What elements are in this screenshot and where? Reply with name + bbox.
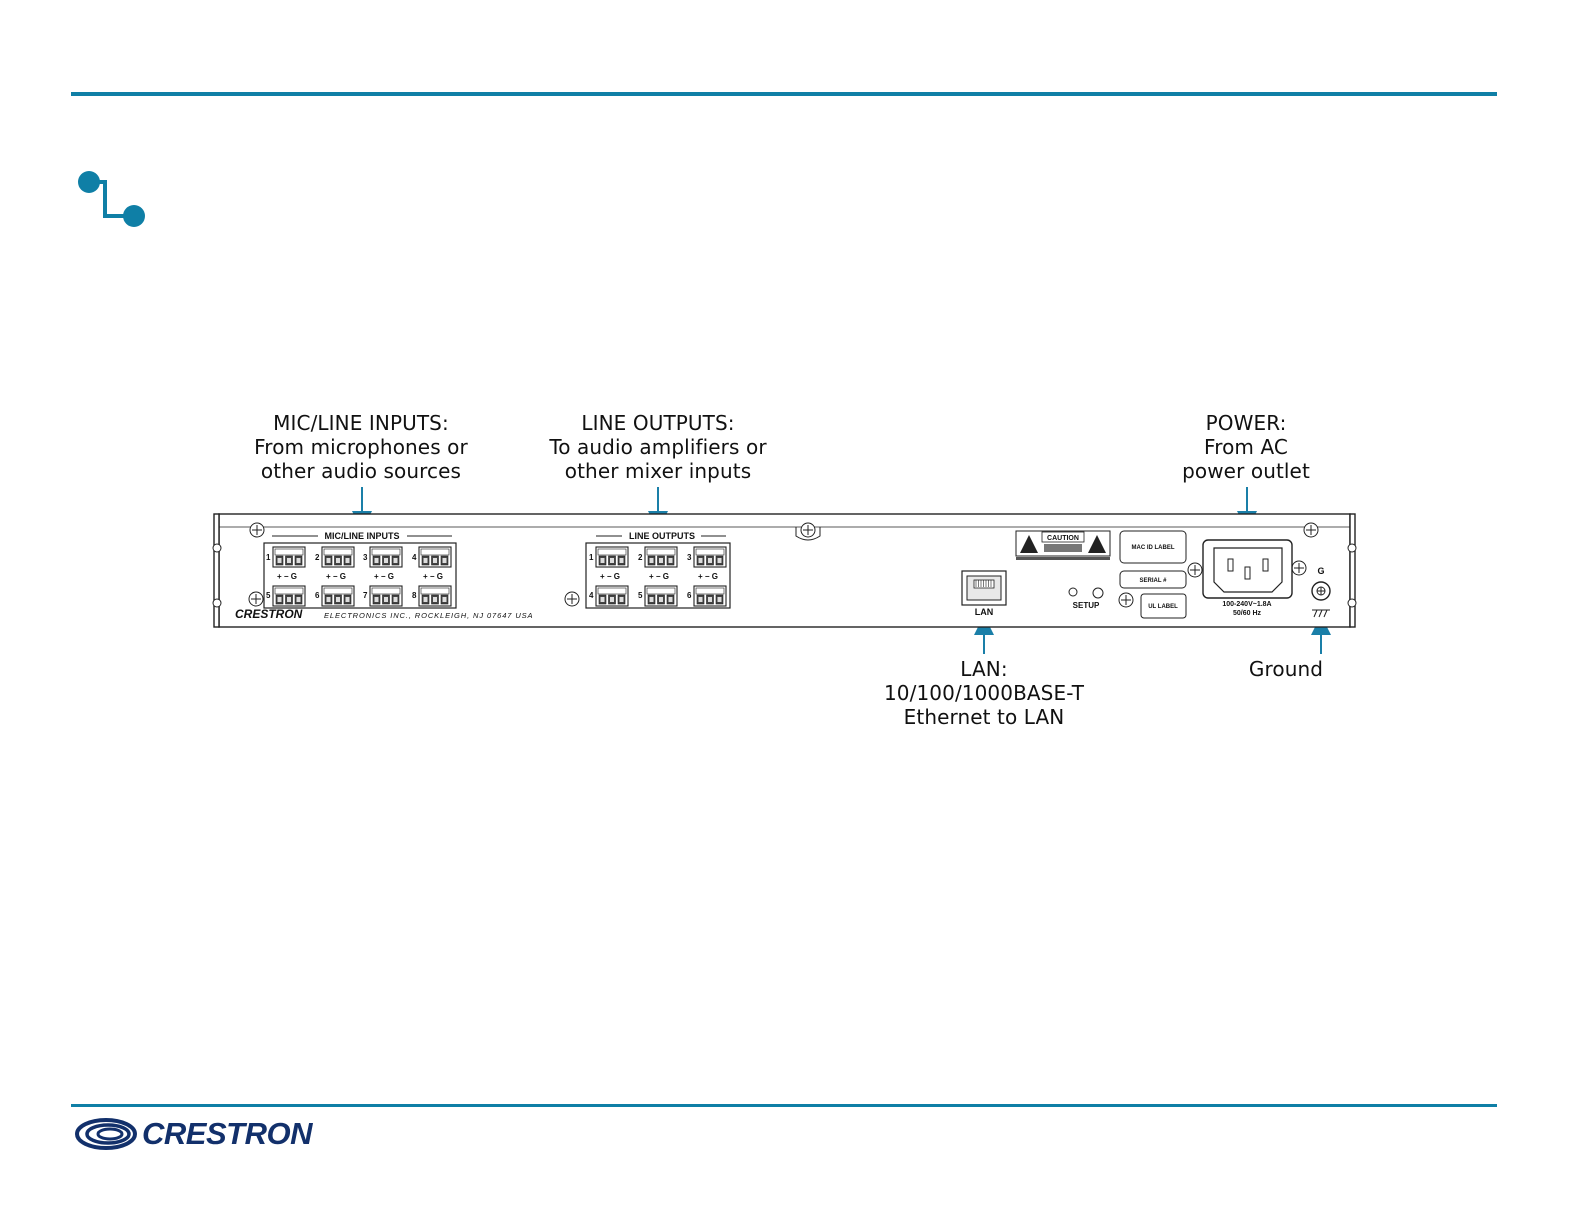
channel-number: 5 xyxy=(266,591,271,600)
callout-line-outputs: LINE OUTPUTS: To audio amplifiers or oth… xyxy=(530,411,786,483)
callout-line: MIC/LINE INPUTS: xyxy=(273,411,449,435)
lan-label: LAN xyxy=(975,607,994,617)
callout-line: From microphones or xyxy=(254,435,468,459)
callout-line: 10/100/1000BASE-T xyxy=(883,681,1085,705)
screw xyxy=(248,591,264,607)
channel-number: 6 xyxy=(315,591,320,600)
terminal-block-connector xyxy=(644,546,678,568)
polarity-label: + − G xyxy=(374,572,394,581)
screws xyxy=(212,522,1357,608)
mac-id-label: MAC ID LABEL xyxy=(1132,545,1175,551)
lan-port: LAN xyxy=(961,570,1007,617)
terminal-block-connector xyxy=(418,585,452,607)
screw xyxy=(212,598,222,608)
mic-connectors: 1 + − G 5 2 + − G 6 3 + − G 7 4 + − G 8 xyxy=(266,546,452,607)
channel-number: 6 xyxy=(687,591,692,600)
screw xyxy=(1347,543,1357,553)
screw xyxy=(212,543,222,553)
footer-logo: CRESTRON xyxy=(74,1112,312,1156)
callout-line: power outlet xyxy=(1182,459,1310,483)
polarity-label: + − G xyxy=(600,572,620,581)
channel-number: 1 xyxy=(266,553,271,562)
callout-line: Ethernet to LAN xyxy=(903,705,1065,729)
callout-line: To audio amplifiers or xyxy=(549,435,767,459)
mic-line-inputs-block: MIC/LINE INPUTS 1 + − G 5 2 + − G 6 3 + − G 7 4 + … xyxy=(263,531,457,609)
callout-mic-line-inputs: MIC/LINE INPUTS: From microphones or oth… xyxy=(236,411,486,483)
channel-number: 5 xyxy=(638,591,643,600)
callout-line: POWER: xyxy=(1205,411,1287,435)
output-section-label: LINE OUTPUTS xyxy=(629,531,695,541)
id-labels: MAC ID LABEL SERIAL # UL LABEL xyxy=(1119,530,1187,619)
setup-controls: SETUP xyxy=(1068,587,1104,610)
channel-number: 4 xyxy=(589,591,594,600)
power-frequency: 50/60 Hz xyxy=(1233,610,1262,617)
output-connectors: 1 + − G 4 2 + − G 5 3 + − G 6 xyxy=(589,546,727,607)
channel-number: 2 xyxy=(638,553,643,562)
terminal-block-connector xyxy=(321,546,355,568)
terminal-block-connector xyxy=(595,585,629,607)
callout-ground: Ground xyxy=(1226,657,1346,681)
line-outputs-block: LINE OUTPUTS 1 + − G 4 2 + − G 5 3 + − G 6 xyxy=(585,531,731,609)
callout-line: Ground xyxy=(1248,657,1324,681)
footer-rule xyxy=(71,1104,1497,1107)
channel-number: 2 xyxy=(315,553,320,562)
channel-number: 8 xyxy=(412,591,417,600)
callout-line: LAN: xyxy=(960,657,1008,681)
header-rule xyxy=(71,92,1497,96)
screw xyxy=(1303,522,1319,538)
terminal-block-connector xyxy=(595,546,629,568)
ground-label: G xyxy=(1317,566,1324,576)
crestron-swirl-icon xyxy=(75,1118,137,1150)
terminal-block-connector xyxy=(369,585,403,607)
channel-number: 3 xyxy=(363,553,368,562)
channel-number: 4 xyxy=(412,553,417,562)
polarity-label: + − G xyxy=(326,572,346,581)
channel-number: 7 xyxy=(363,591,368,600)
polarity-label: + − G xyxy=(423,572,443,581)
polarity-label: + − G xyxy=(277,572,297,581)
panel-address: ELECTRONICS INC., ROCKLEIGH, NJ 07647 US… xyxy=(324,611,533,620)
caution-text: CAUTION xyxy=(1047,535,1079,542)
caution-label: CAUTION xyxy=(1015,530,1111,560)
panel-brand: CRESTRON xyxy=(235,607,303,621)
terminal-block-connector xyxy=(321,585,355,607)
terminal-block-connector xyxy=(693,585,727,607)
callout-lan: LAN: 10/100/1000BASE-T Ethernet to LAN xyxy=(864,657,1104,729)
screw xyxy=(564,591,580,607)
channel-number: 3 xyxy=(687,553,692,562)
terminal-block-connector xyxy=(272,585,306,607)
terminal-block-connector xyxy=(418,546,452,568)
ul-label: UL LABEL xyxy=(1148,604,1178,610)
screw xyxy=(1187,562,1203,578)
terminal-block-connector xyxy=(693,546,727,568)
terminal-block-connector xyxy=(272,546,306,568)
screw xyxy=(1118,592,1134,608)
callout-line: other audio sources xyxy=(260,459,462,483)
terminal-block-connector xyxy=(369,546,403,568)
mic-section-label: MIC/LINE INPUTS xyxy=(324,531,399,541)
screw xyxy=(1347,598,1357,608)
callout-power: POWER: From AC power outlet xyxy=(1156,411,1336,483)
terminal-block-connector xyxy=(644,585,678,607)
polarity-label: + − G xyxy=(649,572,669,581)
polarity-label: + − G xyxy=(698,572,718,581)
callout-line: other mixer inputs xyxy=(564,459,752,483)
channel-number: 1 xyxy=(589,553,594,562)
screw xyxy=(800,522,816,538)
serial-label: SERIAL # xyxy=(1140,578,1168,584)
callout-line: From AC xyxy=(1204,435,1288,459)
ground-terminal: G xyxy=(1311,566,1331,618)
setup-label: SETUP xyxy=(1073,601,1100,610)
screw xyxy=(1291,560,1307,576)
power-inlet: 100-240V~1.8A 50/60 Hz xyxy=(1202,539,1293,617)
power-rating: 100-240V~1.8A xyxy=(1222,601,1271,608)
callout-line: LINE OUTPUTS: xyxy=(581,411,735,435)
connection-icon xyxy=(78,171,145,227)
footer-logo-text: CRESTRON xyxy=(142,1116,312,1151)
screw xyxy=(249,522,265,538)
